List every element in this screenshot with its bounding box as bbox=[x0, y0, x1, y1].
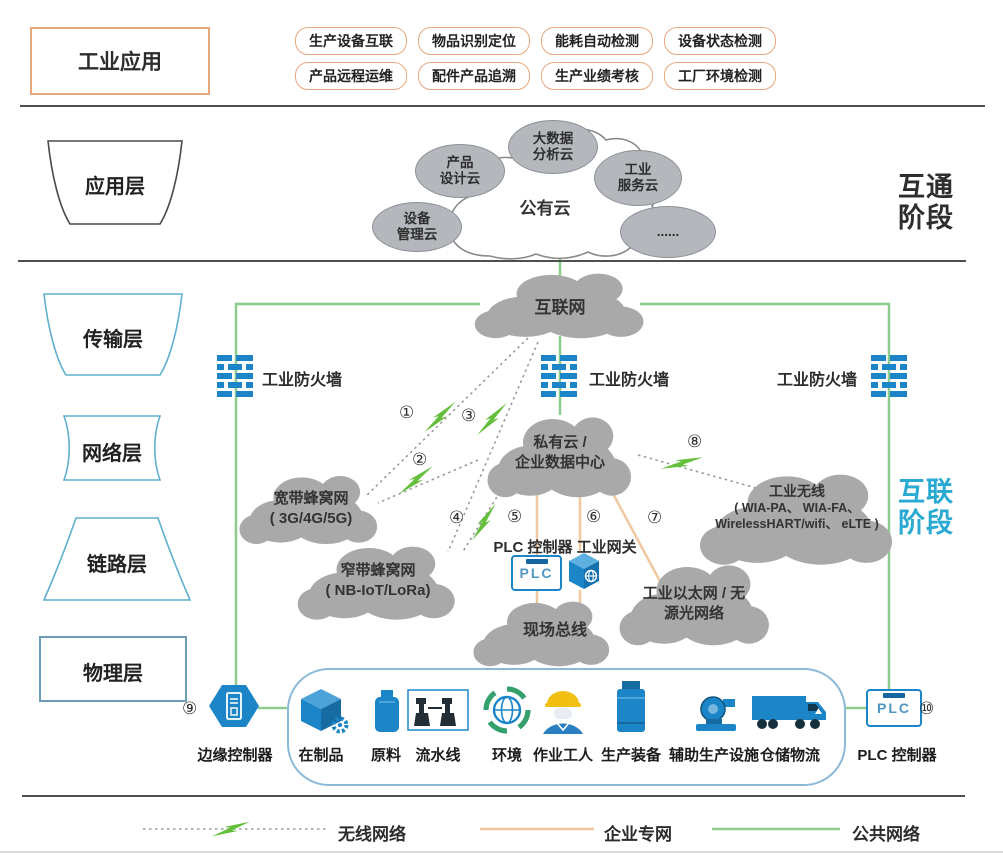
pill-performance: 生产业绩考核 bbox=[541, 62, 653, 90]
industrial-applications-box: 工业应用 bbox=[30, 27, 210, 95]
plc-right-box: PLC bbox=[866, 689, 922, 727]
broadband-label: 宽带蜂窝网( 3G/4G/5G) bbox=[269, 490, 353, 527]
public-network-lines bbox=[234, 250, 891, 710]
number-4: ④ bbox=[449, 508, 465, 527]
pill-parts-trace: 配件产品追溯 bbox=[418, 62, 530, 90]
auxiliary-facility-label: 辅助生产设施 bbox=[668, 747, 760, 764]
link-layer-shape bbox=[42, 517, 192, 601]
interconnect-stage-label: 互联阶段 bbox=[898, 477, 954, 539]
raw-material-icon bbox=[371, 686, 403, 734]
bigdata-analysis-cloud: 大数据分析云 bbox=[508, 120, 598, 174]
application-layer-shape bbox=[47, 140, 183, 225]
assembly-line-label: 流水线 bbox=[415, 747, 461, 764]
device-container bbox=[287, 668, 846, 786]
industrial-gateway-icon bbox=[561, 549, 607, 593]
environment-icon bbox=[481, 684, 533, 736]
wireless-dotted-lines bbox=[143, 337, 757, 830]
public-cloud-label: 公有云 bbox=[519, 199, 571, 218]
number-8: ⑧ bbox=[687, 432, 703, 451]
number-1: ① bbox=[399, 403, 415, 422]
warehouse-logistics-label: 仓储物流 bbox=[759, 747, 821, 764]
number-10: ⑩ bbox=[919, 699, 935, 718]
industry-service-cloud: 工业服务云 bbox=[594, 150, 682, 206]
pill-factory-env: 工厂环境检测 bbox=[664, 62, 776, 90]
transport-layer-label: 传输层 bbox=[83, 329, 143, 351]
pill-device-status: 设备状态检测 bbox=[664, 27, 776, 55]
worker-label: 作业工人 bbox=[532, 747, 594, 764]
divider-bottom bbox=[0, 851, 1003, 853]
industrial-wireless-label: 工业无线 ( WIA-PA、 WIA-FA、 WirelessHART/wifi… bbox=[715, 483, 879, 532]
physical-layer-shape bbox=[39, 636, 187, 702]
edge-controller-icon bbox=[207, 680, 261, 732]
more-clouds-ellipsis: ...... bbox=[620, 206, 716, 258]
application-pills: 生产设备互联 物品识别定位 能耗自动检测 设备状态检测 产品远程运维 配件产品追… bbox=[295, 27, 840, 90]
firewall-label-right: 工业防火墙 bbox=[777, 372, 858, 389]
number-2: ② bbox=[412, 450, 428, 469]
raw-material-label: 原料 bbox=[370, 747, 402, 764]
legend-wireless-label: 无线网络 bbox=[338, 825, 406, 844]
device-management-cloud: 设备管理云 bbox=[372, 202, 462, 252]
legend-enterprise-label: 企业专网 bbox=[604, 825, 672, 844]
edge-controller-label: 边缘控制器 bbox=[197, 747, 273, 764]
auxiliary-facility-icon bbox=[694, 690, 740, 734]
wip-icon bbox=[295, 684, 349, 736]
firewall-label-middle: 工业防火墙 bbox=[589, 372, 670, 389]
pill-item-identification: 物品识别定位 bbox=[418, 27, 530, 55]
internet-label: 互联网 bbox=[534, 298, 586, 317]
transport-layer-shape bbox=[43, 293, 183, 376]
number-7: ⑦ bbox=[647, 508, 663, 527]
network-layer-label: 网络层 bbox=[82, 443, 142, 465]
divider-legend bbox=[22, 795, 965, 797]
legend-public-label: 公共网络 bbox=[852, 825, 920, 844]
number-6: ⑥ bbox=[586, 507, 602, 526]
number-9: ⑨ bbox=[182, 699, 198, 718]
network-layer-shape bbox=[62, 415, 162, 481]
production-equipment-icon bbox=[612, 678, 650, 736]
fieldbus-label: 现场总线 bbox=[522, 622, 587, 639]
number-3: ③ bbox=[461, 406, 477, 425]
physical-layer-label: 物理层 bbox=[83, 663, 143, 685]
plc-controller-box: PLC bbox=[511, 555, 562, 591]
plc-tab bbox=[525, 559, 548, 564]
pill-energy-detection: 能耗自动检测 bbox=[541, 27, 653, 55]
warehouse-logistics-icon bbox=[752, 694, 828, 734]
interop-stage-label: 互通阶段 bbox=[898, 172, 954, 234]
assembly-line-icon bbox=[407, 684, 469, 734]
pill-device-interconnect: 生产设备互联 bbox=[295, 27, 407, 55]
plc-right-label: PLC 控制器 bbox=[857, 747, 937, 764]
divider-middle bbox=[18, 260, 966, 262]
pill-remote-ops: 产品远程运维 bbox=[295, 62, 407, 90]
worker-icon bbox=[543, 684, 583, 736]
plc-right-tab bbox=[883, 693, 905, 698]
number-5: ⑤ bbox=[507, 507, 523, 526]
ethernet-pon-label: 工业以太网 / 无源光网络 bbox=[642, 585, 746, 622]
firewall-label-left: 工业防火墙 bbox=[262, 372, 343, 389]
application-layer-label: 应用层 bbox=[85, 176, 145, 198]
link-layer-label: 链路层 bbox=[87, 554, 147, 576]
plc-gateway-label: PLC 控制器 工业网关 bbox=[493, 539, 637, 556]
production-equipment-label: 生产装备 bbox=[600, 747, 662, 764]
wip-label: 在制品 bbox=[298, 747, 344, 764]
divider-top bbox=[20, 105, 985, 107]
product-design-cloud: 产品设计云 bbox=[415, 144, 505, 198]
environment-label: 环境 bbox=[491, 747, 523, 764]
private-cloud-label: 私有云 /企业数据中心 bbox=[514, 434, 605, 471]
narrowband-label: 窄带蜂窝网( NB-IoT/LoRa) bbox=[325, 562, 431, 599]
